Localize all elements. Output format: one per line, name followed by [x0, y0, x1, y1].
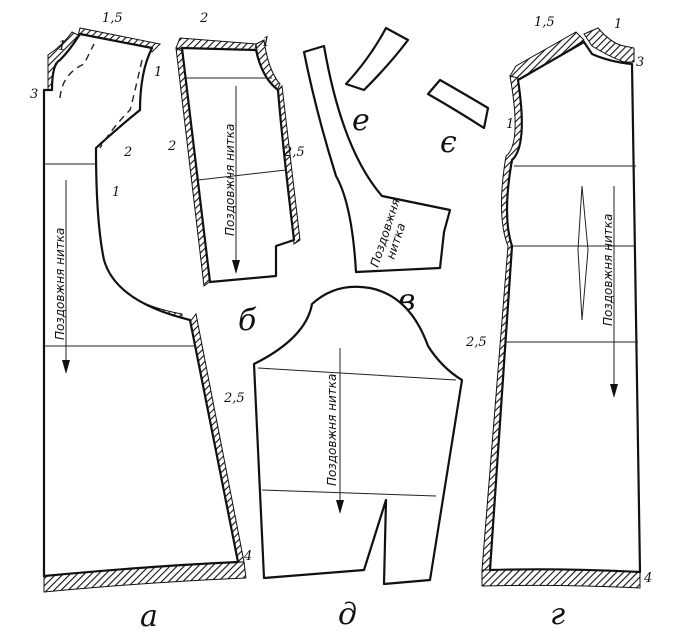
piece-e-collar: е — [344, 26, 410, 138]
piece-a-side-allowance: 2,5 — [223, 391, 245, 406]
piece-g-dart — [577, 185, 589, 321]
piece-a-armhole-lower-allowance: 1 — [112, 185, 120, 200]
piece-g-label: г — [550, 597, 565, 632]
piece-e-outline — [344, 26, 410, 92]
piece-b-left-allowance: 2 — [167, 139, 176, 154]
piece-a-grain-arrowhead — [62, 360, 70, 374]
piece-b-waist-line — [197, 169, 287, 181]
piece-a-armhole-dash — [99, 59, 143, 149]
piece-g-neck-allowance: 1 — [614, 17, 622, 32]
piece-b-shoulder-allowance: 2 — [199, 11, 208, 26]
piece-d-grain-arrowhead — [336, 500, 344, 514]
piece-d-label: д — [338, 597, 357, 632]
piece-b-grain-label: Поздовжня нитка — [223, 124, 237, 236]
piece-b-outline — [180, 46, 296, 284]
piece-ye-collar: є — [426, 78, 490, 160]
piece-g-back: Поздовжня нитка 1,5 1 3 1 2,5 4 г — [465, 15, 652, 632]
piece-a-neck-dash — [59, 43, 95, 99]
piece-d-grain-label: Поздовжня нитка — [325, 374, 339, 486]
piece-g-hem-allowance: 4 — [643, 571, 652, 586]
piece-a-shoulder-allowance: 1,5 — [102, 11, 123, 26]
piece-g-grain-label: Поздовжня нитка — [601, 214, 615, 326]
piece-ye-outline — [426, 78, 490, 130]
piece-g-armhole-allowance: 1 — [506, 117, 514, 132]
piece-a-grain-label: Поздовжня нитка — [53, 228, 67, 340]
piece-a-hem-allowance: 4 — [243, 549, 252, 564]
piece-g-grain-arrowhead — [610, 384, 618, 398]
piece-a-outline — [42, 32, 240, 578]
piece-g-outline — [488, 40, 642, 574]
piece-b-right-allowance: 2,5 — [283, 145, 305, 160]
piece-a-armhole-top-allowance: 1 — [154, 65, 162, 80]
piece-b-label: б — [238, 303, 257, 338]
piece-v-facing: Поздовжня нитка в — [302, 44, 452, 318]
piece-a-neck-allowance: 1 — [58, 39, 66, 54]
piece-g-side-allowance: 2,5 — [465, 335, 487, 350]
piece-g-neck-seam — [583, 27, 635, 63]
piece-e-label: е — [352, 103, 370, 138]
piece-a-front: Поздовжня нитка 1,5 1 1 3 2 1 2,5 4 а — [30, 11, 252, 634]
piece-a-armhole-allowance: 2 — [123, 145, 132, 160]
piece-ye-label: є — [440, 125, 457, 160]
piece-d-cap-line — [257, 367, 457, 381]
piece-d-outline — [252, 285, 464, 586]
piece-g-shoulder-allowance: 1,5 — [534, 15, 555, 30]
piece-b-neck-allowance: 1 — [262, 35, 270, 50]
piece-v-outline — [302, 44, 452, 274]
piece-a-neck-side-allowance: 3 — [30, 87, 38, 102]
piece-d-elbow-line — [261, 489, 437, 497]
piece-b-grain-arrowhead — [232, 260, 240, 274]
piece-g-neck-side-allowance: 3 — [636, 55, 644, 70]
piece-g-hem-seam — [481, 568, 641, 589]
piece-a-label: а — [140, 599, 158, 634]
piece-d-sleeve: Поздовжня нитка д — [252, 285, 464, 632]
piece-b-back: Поздовжня нитка 2 1 2 2,5 б — [167, 11, 305, 338]
